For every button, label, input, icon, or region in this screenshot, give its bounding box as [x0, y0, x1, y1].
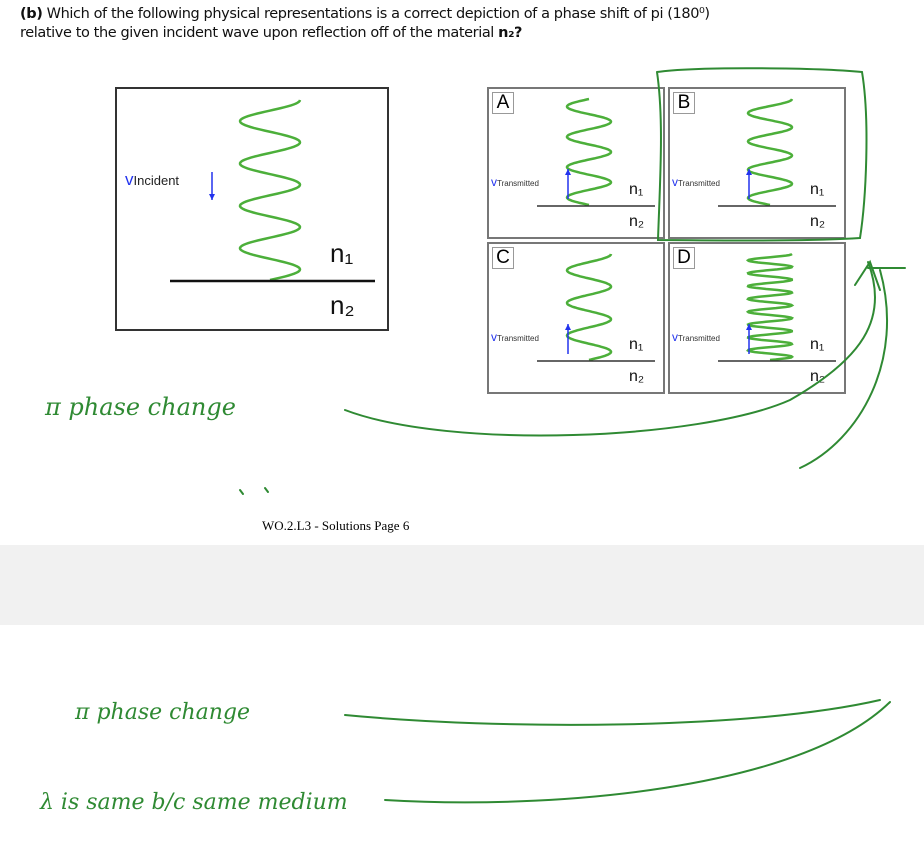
transmitted-label: vTransmitted [491, 175, 539, 189]
transmitted-label: vTransmitted [491, 330, 539, 344]
option-d-wave [745, 252, 795, 362]
question-material: n₂? [498, 25, 523, 41]
ink-dots [239, 487, 269, 495]
incident-wave [238, 99, 302, 282]
arrow-curve-1 [344, 261, 877, 437]
option-b-panel[interactable]: B vTransmitted n₁ n₂ [668, 87, 846, 239]
transmitted-label: vTransmitted [672, 175, 720, 189]
incident-arrow-icon-head [209, 194, 215, 200]
question-prefix: (b) [20, 6, 43, 22]
page-gap [0, 545, 924, 625]
handwritten-note-1: π phase change [45, 393, 236, 421]
n1-label: n₁ [629, 181, 644, 198]
option-d-panel[interactable]: D vTransmitted n₁ n₂ [668, 242, 846, 394]
bracket-curve-1 [344, 699, 881, 726]
transmitted-arrow-icon-head [565, 169, 571, 175]
transmitted-arrow-icon-head [746, 169, 752, 175]
incident-label: vIncident [125, 170, 180, 189]
transmitted-arrow-icon-head [746, 324, 752, 330]
option-c-wave [565, 253, 613, 362]
question-text-2: relative to the given incident wave upon… [20, 25, 499, 41]
option-a-panel[interactable]: A vTransmitted n₁ n₂ [487, 87, 665, 239]
option-letter: A [492, 92, 514, 114]
transmitted-arrow-icon-head [565, 324, 571, 330]
option-a-wave [565, 97, 613, 207]
arrow-curve-2 [799, 269, 889, 469]
n2-label: n₂ [629, 213, 645, 230]
option-b-wave [746, 98, 794, 207]
bracket-curve-2 [384, 701, 891, 804]
n2-label: n₂ [810, 213, 826, 230]
question-text-1: Which of the following physical represen… [42, 6, 710, 22]
n1-label: n₁ [810, 336, 825, 353]
option-c-panel[interactable]: C vTransmitted n₁ n₂ [487, 242, 665, 394]
handwritten-note-2: π phase change [75, 700, 251, 725]
option-letter: C [492, 247, 514, 269]
answer-circle [656, 67, 868, 242]
question-line-1: (b) Which of the following physical repr… [20, 6, 710, 22]
incident-n2: n₂ [330, 290, 355, 320]
n1-label: n₁ [810, 181, 825, 198]
page-footer: WO.2.L3 - Solutions Page 6 [262, 518, 410, 533]
incident-diagram [115, 87, 389, 331]
arrow-head [854, 259, 906, 291]
question-line-2: relative to the given incident wave upon… [20, 25, 522, 41]
n2-label: n₂ [629, 368, 645, 385]
transmitted-label: vTransmitted [672, 330, 720, 344]
incident-n1: n₁ [330, 238, 354, 268]
option-letter: D [673, 247, 695, 269]
n1-label: n₁ [629, 336, 644, 353]
option-letter: B [673, 92, 695, 114]
handwritten-note-3: λ is same b/c same medium [40, 790, 348, 815]
